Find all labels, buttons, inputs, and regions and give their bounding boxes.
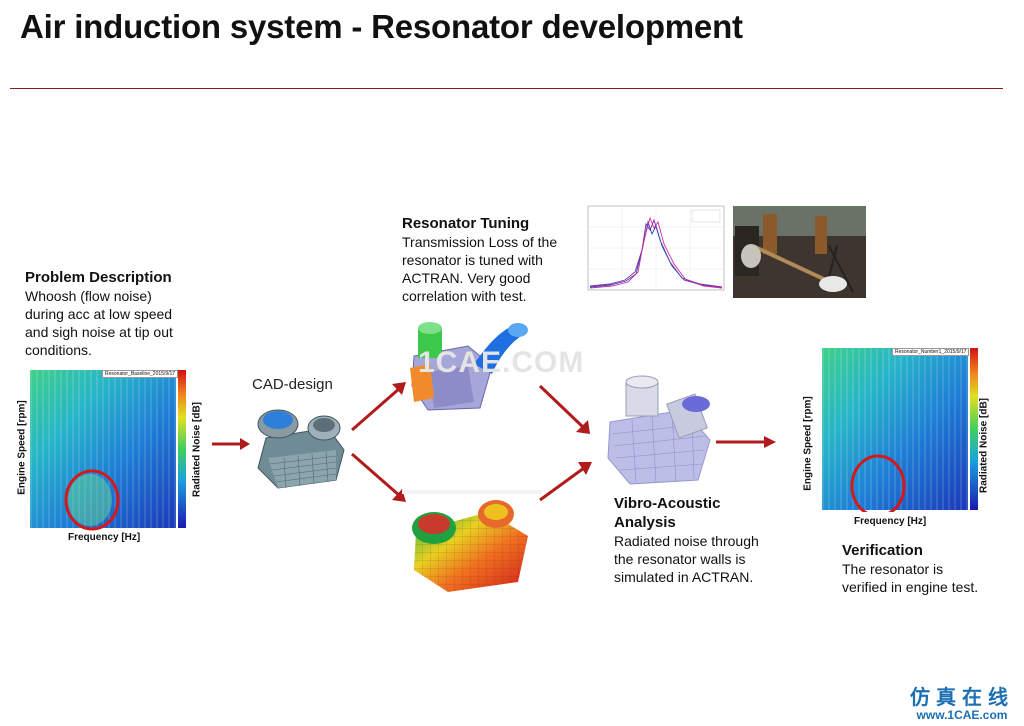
problem-heading: Problem Description — [25, 269, 172, 286]
slide-title: Air induction system - Resonator develop… — [20, 8, 743, 45]
verification-line: The resonator is — [842, 561, 944, 577]
site-logo-chinese: 仿真在线 — [910, 687, 1014, 709]
spectrogram-left-colorbar-label: Radiated Noise [dB] — [191, 402, 203, 498]
spectrogram-right-ylabel: Engine Speed [rpm] — [802, 396, 814, 491]
spectrogram-right: Resonator_Number1_2015/9/17 Engine Speed… — [803, 348, 990, 527]
site-logo: 仿真在线 www.1CAE.com — [910, 687, 1014, 722]
tuning-line: resonator is tuned with — [402, 252, 543, 268]
site-logo-url: www.1CAE.com — [916, 708, 1008, 722]
arrow-cad-to-tuning-icon — [351, 382, 406, 432]
spectrogram-left-tag: Resonator_Baseline_2015/9/17 — [102, 370, 179, 378]
transmission-loss-plot — [587, 205, 725, 291]
arrow-vibro-to-verification-icon — [716, 436, 776, 448]
vibro-heading: Vibro-Acoustic — [614, 495, 721, 512]
spectrogram-left-xlabel: Frequency [Hz] — [68, 532, 141, 543]
title-divider — [10, 88, 1003, 89]
resonator-cad-model-icon — [257, 409, 345, 489]
spectrogram-right-colorbar-label: Radiated Noise [dB] — [978, 398, 990, 494]
problem-line: and sigh noise at tip out — [25, 324, 173, 340]
spectrogram-left: Resonator_Baseline_2015/9/17 Engine Spee… — [17, 370, 203, 543]
vibro-line: simulated in ACTRAN. — [614, 569, 754, 585]
tuning-line: Transmission Loss of the — [402, 234, 558, 250]
tuning-line: ACTRAN. Very good — [402, 270, 531, 286]
tuning-heading: Resonator Tuning — [402, 215, 530, 232]
spectrogram-left-ylabel: Engine Speed [rpm] — [16, 400, 28, 495]
problem-line: Whoosh (flow noise) — [25, 288, 152, 304]
vibro-acoustic-model-icon — [607, 375, 711, 485]
cad-label: CAD-design — [252, 376, 333, 393]
spectrogram-right-tag: Resonator_Number1_2015/9/17 — [892, 348, 970, 356]
resonator-tuning: Resonator Tuning Transmission Loss of th… — [402, 214, 580, 305]
verification: Verification The resonator is verified i… — [842, 541, 1012, 596]
problem-line: during acc at low speed — [25, 306, 173, 322]
verification-heading: Verification — [842, 542, 923, 559]
tuning-resonator-model-icon — [410, 322, 528, 411]
watermark: 1CAE.COM — [418, 346, 585, 379]
vibro-line: the resonator walls is — [614, 551, 746, 567]
arrow-tuning-to-vibro-icon — [538, 384, 590, 434]
arrow-fem-to-vibro-icon — [539, 462, 592, 502]
vibro-acoustic-analysis: Vibro-Acoustic Analysis Radiated noise t… — [614, 494, 784, 586]
problem-description: Problem Description Whoosh (flow noise) … — [25, 268, 215, 359]
vibro-heading: Analysis — [614, 514, 676, 531]
spectrogram-right-plot — [822, 348, 978, 512]
tuning-line: correlation with test. — [402, 288, 527, 304]
arrow-problem-to-cad-icon — [212, 438, 250, 450]
vibro-line: Radiated noise through — [614, 533, 759, 549]
verification-line: verified in engine test. — [842, 579, 979, 595]
problem-line: conditions. — [25, 342, 92, 358]
engine-test-photo — [733, 206, 866, 298]
spectrogram-right-xlabel: Frequency [Hz] — [854, 516, 927, 527]
spectrogram-left-plot — [30, 370, 186, 531]
fem-vibration-model-icon — [402, 490, 542, 592]
